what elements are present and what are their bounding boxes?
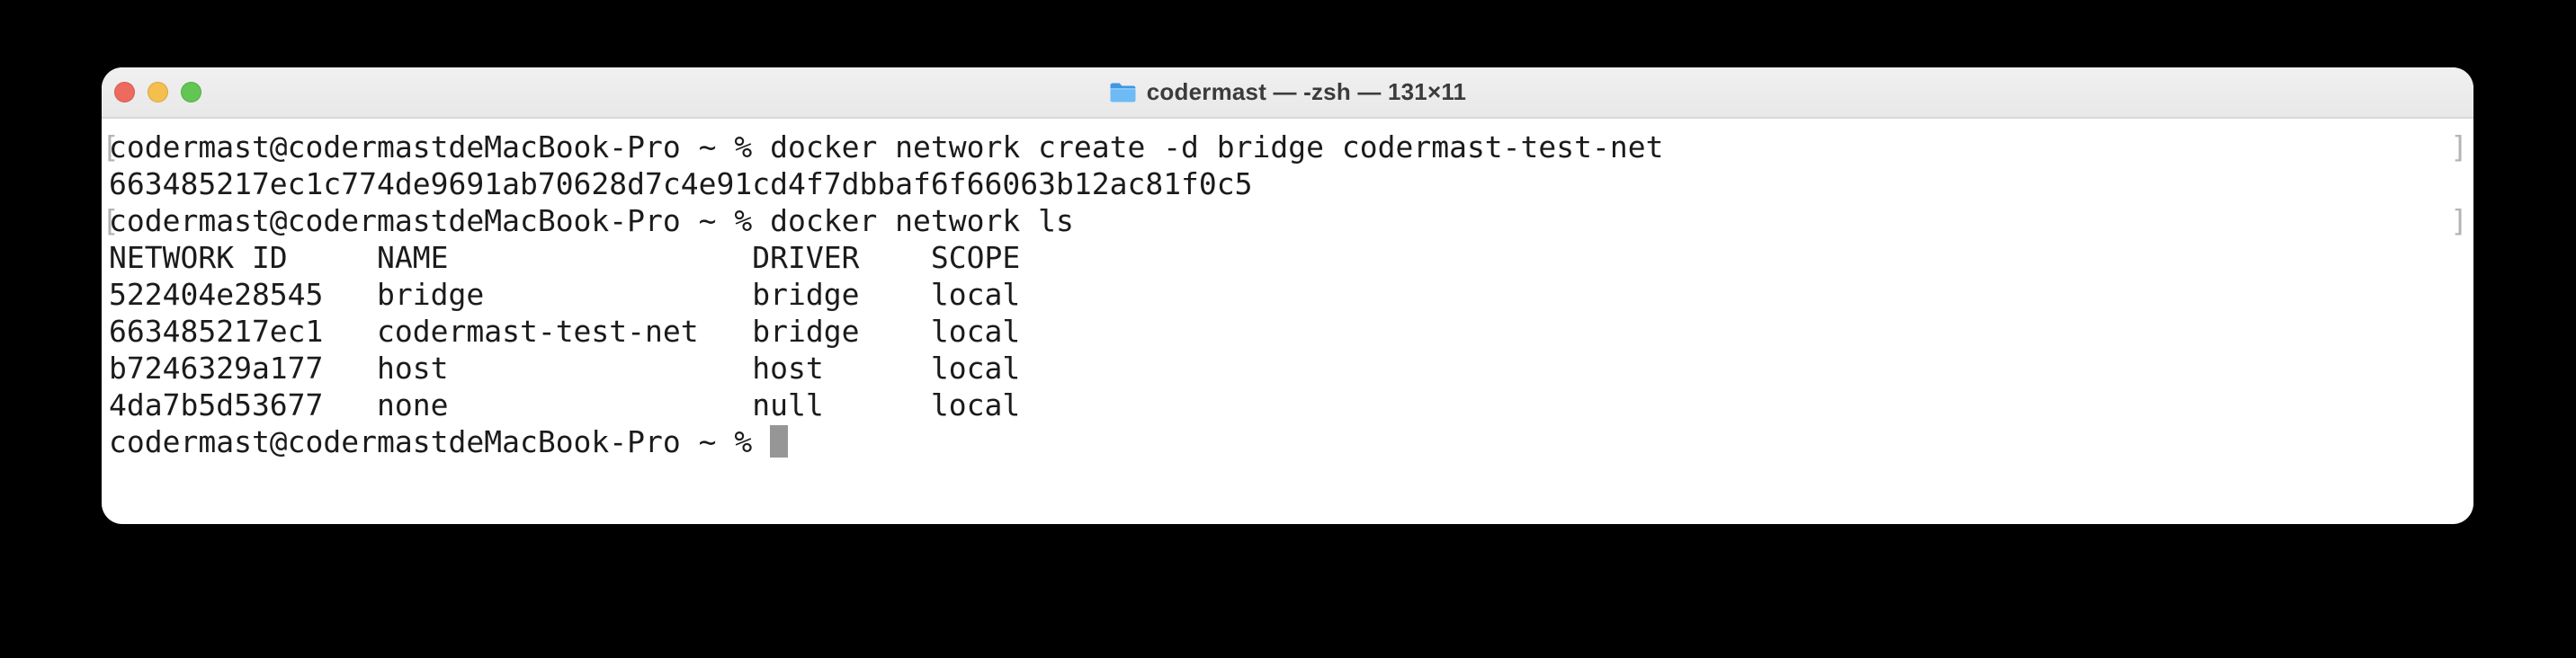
terminal-text: codermast@codermastdeMacBook-Pro ~ % [109,424,771,459]
folder-icon [1110,83,1136,102]
terminal-window: codermast — -zsh — 131×11 [] codermast@co… [102,67,2473,524]
prompt-mark-left: [ [102,203,120,238]
terminal-line: 663485217ec1c774de9691ab70628d7c4e91cd4f… [109,165,2466,202]
terminal-text: 663485217ec1 codermast-test-net bridge l… [109,314,1021,349]
terminal-text: codermast@codermastdeMacBook-Pro ~ % doc… [109,129,1664,164]
terminal-text: b7246329a177 host host local [109,351,1021,386]
terminal-output[interactable]: [] codermast@codermastdeMacBook-Pro ~ % d… [102,119,2473,460]
terminal-line: [] codermast@codermastdeMacBook-Pro ~ % d… [102,202,2468,239]
terminal-text: 4da7b5d53677 none null local [109,387,1021,422]
window-title: codermast — -zsh — 131×11 [1146,78,1467,105]
traffic-lights [114,67,201,117]
terminal-line: 522404e28545 bridge bridge local [109,276,2466,313]
prompt-mark-right: ] [2450,203,2468,238]
terminal-line: codermast@codermastdeMacBook-Pro ~ % [109,423,2466,460]
title-group: codermast — -zsh — 131×11 [1109,78,1466,106]
terminal-line: 4da7b5d53677 none null local [109,387,2466,423]
zoom-button[interactable] [181,82,201,102]
terminal-text: 522404e28545 bridge bridge local [109,277,1021,312]
terminal-text: NETWORK ID NAME DRIVER SCOPE [109,240,1021,275]
prompt-mark-right: ] [2450,129,2468,164]
terminal-line: b7246329a177 host host local [109,350,2466,387]
terminal-text: codermast@codermastdeMacBook-Pro ~ % doc… [109,203,1074,238]
terminal-line: 663485217ec1 codermast-test-net bridge l… [109,313,2466,350]
terminal-cursor [770,425,789,458]
close-button[interactable] [114,82,135,102]
minimize-button[interactable] [148,82,168,102]
terminal-text: 663485217ec1c774de9691ab70628d7c4e91cd4f… [109,166,1253,201]
window-titlebar[interactable]: codermast — -zsh — 131×11 [102,67,2473,119]
terminal-line: [] codermast@codermastdeMacBook-Pro ~ % d… [102,129,2468,165]
prompt-mark-left: [ [102,129,120,164]
terminal-line: NETWORK ID NAME DRIVER SCOPE [109,239,2466,276]
